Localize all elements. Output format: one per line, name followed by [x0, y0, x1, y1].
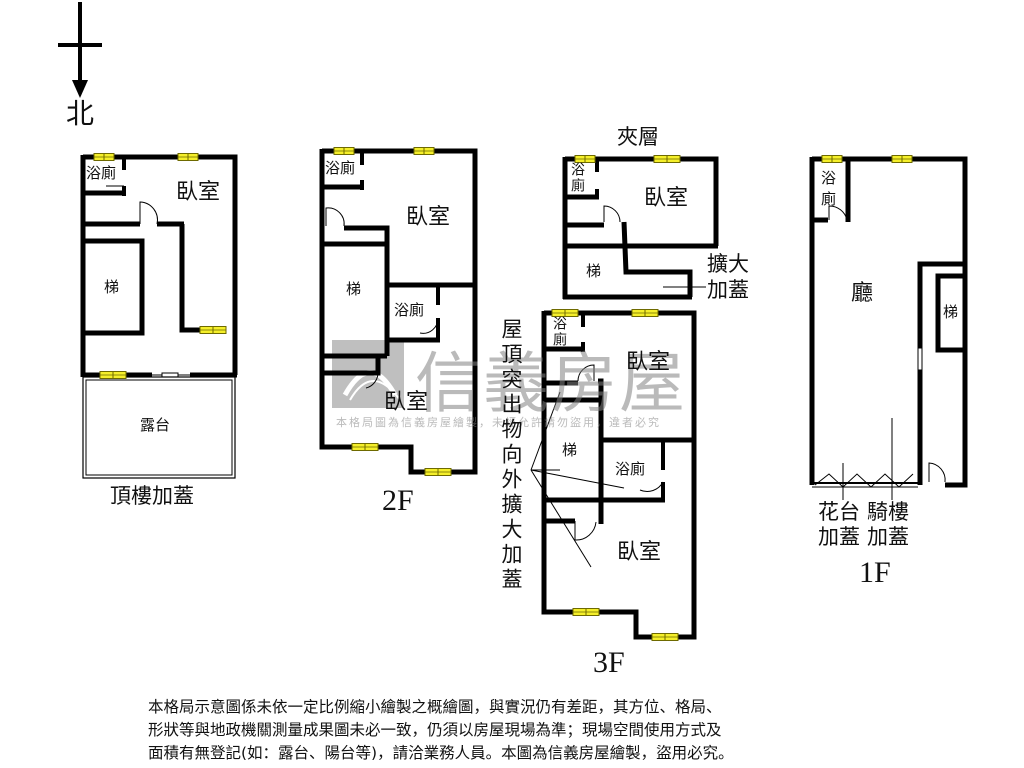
third-floor-plan	[530, 310, 697, 640]
1f-planter-note: 花台加蓋	[818, 500, 860, 549]
watermark-notice: 本格局圖為信義房屋繪製，未經允許請勿盜用，違者必究	[336, 416, 661, 429]
rooftop-stairs-label: 梯	[104, 278, 120, 296]
3f-title: 3F	[593, 646, 625, 679]
3f-bath1-label: 浴廁	[551, 316, 567, 348]
disclaimer-line: 形狀等與地政機關測量成果圖未必一致，仍須以房屋現場為準；現場空間使用方式及	[148, 721, 722, 739]
rooftop-bedroom-label: 臥室	[176, 180, 221, 205]
2f-bedroom1-label: 臥室	[406, 205, 451, 230]
1f-title: 1F	[859, 556, 891, 589]
rooftop-terrace-label: 露台	[140, 416, 171, 434]
first-floor-plan	[809, 156, 968, 500]
rooftop-title: 頂樓加蓋	[110, 484, 194, 508]
mezzanine-floor-plan	[562, 156, 719, 300]
3f-bath2-label: 浴廁	[615, 460, 646, 478]
mezzanine-note: 擴大加蓋	[707, 252, 749, 302]
north-arrow-icon	[58, 2, 102, 98]
3f-bedroom2-label: 臥室	[617, 540, 662, 565]
mezzanine-bath-label: 浴廁	[569, 162, 585, 194]
1f-living-label: 廳	[851, 281, 874, 306]
rooftop-bath-label: 浴廁	[86, 164, 117, 182]
1f-arcade-note: 騎樓加蓋	[867, 500, 909, 549]
1f-stairs-label: 梯	[943, 303, 959, 321]
2f-stairs-label: 梯	[346, 280, 362, 298]
mezzanine-title: 夾層	[617, 125, 659, 149]
3f-bedroom1-label: 臥室	[626, 350, 671, 375]
disclaimer-line: 本格局示意圖係未依一定比例縮小繪製之概繪圖，與實況仍有差距，其方位、格局、	[148, 698, 722, 716]
3f-note: 屋頂突出物向外擴大加蓋	[499, 318, 523, 593]
disclaimer-text: 本格局示意圖係未依一定比例縮小繪製之概繪圖，與實況仍有差距，其方位、格局、 形狀…	[148, 696, 888, 765]
2f-bath1-label: 浴廁	[325, 159, 356, 177]
watermark-brand: 信義房屋	[415, 345, 687, 422]
disclaimer-line: 面積有無登記(如：露台、陽台等)，請洽業務人員。本圖為信義房屋繪製，盜用必究。	[148, 744, 734, 762]
mezzanine-bedroom-label: 臥室	[644, 186, 689, 211]
3f-stairs-label: 梯	[562, 441, 578, 459]
compass-label: 北	[66, 97, 95, 130]
1f-bath-label: 浴廁	[819, 170, 837, 212]
mezzanine-stairs-label: 梯	[586, 262, 602, 280]
second-floor-plan	[319, 148, 478, 475]
2f-title: 2F	[382, 484, 414, 517]
2f-bath2-label: 浴廁	[394, 301, 425, 319]
2f-bedroom2-label: 臥室	[384, 390, 429, 415]
